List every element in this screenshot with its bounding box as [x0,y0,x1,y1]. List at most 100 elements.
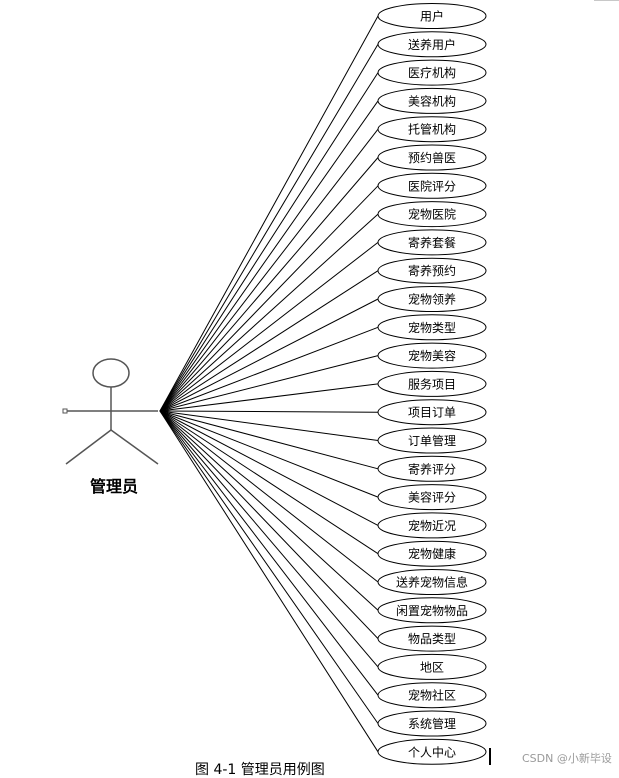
association-line [159,270,379,412]
actor-label: 管理员 [90,477,138,496]
use-case: 闲置宠物物品 [377,597,487,624]
association-line [159,410,379,526]
use-case: 预约兽医 [377,144,487,171]
use-case-label: 服务项目 [408,376,456,391]
use-case: 地区 [377,653,487,680]
association-line [159,185,379,412]
use-case-label: 订单管理 [408,433,456,448]
use-case-label: 宠物类型 [408,320,456,335]
use-case-label: 宠物领养 [408,292,456,307]
association-line [159,410,379,583]
use-case-ellipse [377,625,487,652]
use-case-ellipse [377,31,487,58]
association-line [159,44,379,412]
use-case-ellipse [377,370,487,397]
use-case-label: 送养宠物信息 [396,575,468,590]
use-case: 宠物医院 [377,201,487,228]
use-case: 宠物近况 [377,512,487,539]
use-case-ellipse [377,682,487,709]
actor-head [92,358,130,388]
use-case-label: 寄养预约 [408,263,456,278]
use-case: 个人中心 [377,738,487,765]
association-line [159,298,379,412]
use-case-ellipse [377,738,487,765]
use-case: 订单管理 [377,427,487,454]
use-case-ellipse [377,399,487,426]
use-case-label: 美容机构 [408,93,456,108]
association-line [159,128,379,412]
use-case: 送养用户 [377,31,487,58]
use-case-ellipse [377,653,487,680]
use-case: 寄养套餐 [377,229,487,256]
use-case-label: 用户 [420,9,444,24]
use-case-label: 宠物近况 [408,518,456,533]
use-case-label: 宠物健康 [408,546,456,561]
association-line [159,72,379,412]
association-line [159,410,379,724]
use-case-label: 医疗机构 [408,65,456,80]
use-case-ellipse [377,342,487,369]
use-case-label: 个人中心 [408,744,456,759]
association-line [159,410,379,668]
use-case: 寄养预约 [377,257,487,284]
use-case-ellipse [377,597,487,624]
use-case: 宠物领养 [377,286,487,312]
actor-arm-endpoint [62,408,68,414]
use-case: 美容机构 [377,87,487,114]
use-case: 美容评分 [377,484,487,511]
use-case-ellipse [377,540,487,567]
association-line [159,326,379,412]
use-case-label: 预约兽医 [408,150,456,165]
use-case-ellipse [377,512,487,539]
use-case-ellipse [377,427,487,454]
association-line [159,410,379,555]
use-case-label: 医院评分 [408,179,456,193]
association-line [159,410,379,470]
use-case: 寄养评分 [377,455,487,482]
use-case-ellipse [377,710,487,737]
use-case: 宠物社区 [377,682,487,709]
use-case-label: 寄养套餐 [408,235,456,250]
use-case: 服务项目 [377,370,487,397]
use-case-ellipse [377,455,487,482]
association-line [159,383,379,412]
use-case: 项目订单 [377,399,487,426]
association-line [159,410,379,498]
watermark: CSDN @小新毕设 [522,752,612,765]
use-case-ellipse [377,116,487,143]
association-line [159,355,379,412]
text-cursor [489,748,491,765]
use-case-label: 项目订单 [408,406,456,420]
use-case-ellipse [377,286,487,312]
use-case: 用户 [377,3,487,29]
use-case-ellipse [377,3,487,29]
association-line [159,157,379,412]
use-case-label: 寄养评分 [408,461,456,476]
use-case: 医疗机构 [377,59,487,86]
use-case-list: 用户送养用户医疗机构美容机构托管机构预约兽医医院评分宠物医院寄养套餐寄养预约宠物… [377,3,487,765]
use-case-ellipse [377,569,487,595]
use-case-ellipse [377,257,487,284]
use-case-label: 闲置宠物物品 [396,603,468,618]
use-case-label: 美容评分 [408,490,456,505]
use-case-ellipse [377,484,487,511]
association-lines [159,15,379,753]
association-line [159,410,379,696]
use-case-ellipse [377,201,487,228]
use-case-ellipse [377,229,487,256]
use-case-ellipse [377,87,487,114]
use-case-label: 宠物美容 [408,348,456,363]
association-line [159,410,379,753]
use-case-label: 托管机构 [408,122,456,137]
actor-right-leg [110,429,159,465]
use-case: 宠物健康 [377,540,487,567]
use-case: 系统管理 [377,710,487,737]
use-case-label: 宠物医院 [408,207,456,222]
use-case-label: 送养用户 [408,37,456,52]
corner-divider [594,0,619,1]
figure-caption: 图 4-1 管理员用例图 [195,762,325,778]
association-line [159,15,379,412]
use-case: 物品类型 [377,625,487,652]
use-case-label: 物品类型 [408,632,456,646]
